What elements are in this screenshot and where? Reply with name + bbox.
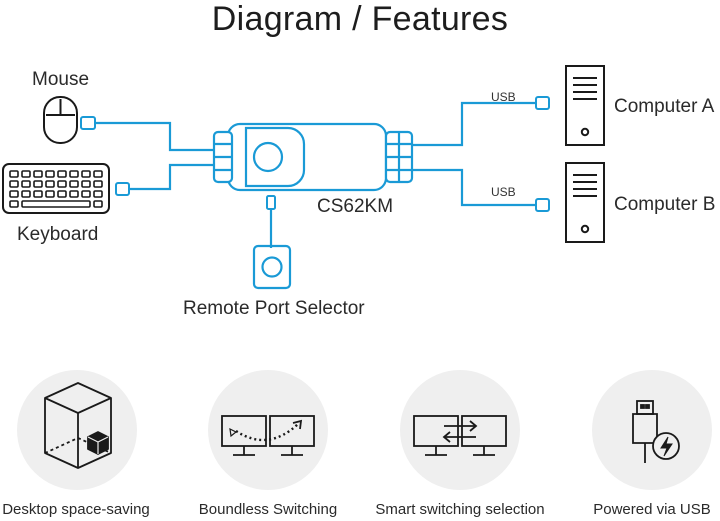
keyboard-key	[21, 180, 31, 188]
kvm-switch-icon	[212, 122, 414, 192]
feature-label-3: Smart switching selection	[375, 501, 545, 518]
keyboard-key	[93, 180, 103, 188]
keyboard-key	[45, 180, 55, 188]
usb-label-a: USB	[491, 90, 516, 104]
keyboard-key	[9, 200, 19, 208]
computer-a-cable	[412, 101, 536, 147]
feature-circle-2	[208, 370, 328, 490]
computer-b-icon	[565, 162, 605, 243]
keyboard-key	[57, 190, 67, 198]
feature-circle-3	[400, 370, 520, 490]
page-title: Diagram / Features	[211, 0, 509, 38]
keyboard-label: Keyboard	[17, 224, 99, 245]
cube-desk-icon	[44, 382, 112, 469]
feature-circle-4	[592, 370, 712, 490]
keyboard-key	[9, 170, 19, 178]
usb-label-b: USB	[491, 185, 516, 199]
keyboard-key	[93, 170, 103, 178]
remote-plug	[266, 195, 276, 210]
keyboard-key	[9, 180, 19, 188]
keyboard-keys	[9, 170, 103, 208]
keyboard-cable	[130, 163, 218, 191]
mouse-label: Mouse	[32, 69, 90, 90]
mouse-icon	[43, 96, 78, 144]
cables	[96, 101, 536, 248]
keyboard-key	[21, 190, 31, 198]
kvm-label: CS62KM	[317, 196, 394, 217]
remote-port-selector-icon	[252, 244, 292, 290]
usb-power-icon	[632, 400, 680, 463]
feature-label-2: Boundless Switching	[198, 501, 338, 518]
keyboard-key	[69, 190, 79, 198]
mouse-usb-plug	[80, 116, 96, 130]
feature-label-4: Powered via USB	[593, 501, 711, 518]
keyboard-key	[57, 180, 67, 188]
keyboard-key	[93, 200, 103, 208]
computer-a-icon	[565, 65, 605, 146]
keyboard-usb-plug	[115, 182, 130, 196]
keyboard-key	[33, 190, 43, 198]
keyboard-key	[57, 170, 67, 178]
computer-a-label: Computer A	[614, 96, 715, 117]
keyboard-key	[9, 190, 19, 198]
remote-label: Remote Port Selector	[183, 298, 365, 319]
keyboard-icon	[2, 163, 110, 214]
computer-a-usb-plug	[535, 96, 550, 110]
feature-label-1: Desktop space-saving	[2, 501, 150, 518]
mouse-cable	[96, 121, 218, 152]
keyboard-key	[69, 180, 79, 188]
keyboard-key	[21, 170, 31, 178]
keyboard-key	[93, 190, 103, 198]
feature-circle-1	[17, 370, 137, 490]
keyboard-key	[33, 170, 43, 178]
keyboard-key	[21, 200, 91, 208]
keyboard-key	[81, 190, 91, 198]
computer-b-usb-plug	[535, 198, 550, 212]
keyboard-key	[45, 190, 55, 198]
switch-arrows-icon	[413, 415, 507, 456]
keyboard-key	[81, 170, 91, 178]
computer-b-cable	[412, 168, 536, 207]
keyboard-key	[81, 180, 91, 188]
keyboard-key	[69, 170, 79, 178]
keyboard-key	[33, 180, 43, 188]
dual-monitor-cursor-icon	[221, 415, 315, 456]
computer-b-label: Computer B	[614, 194, 716, 215]
keyboard-key	[45, 170, 55, 178]
